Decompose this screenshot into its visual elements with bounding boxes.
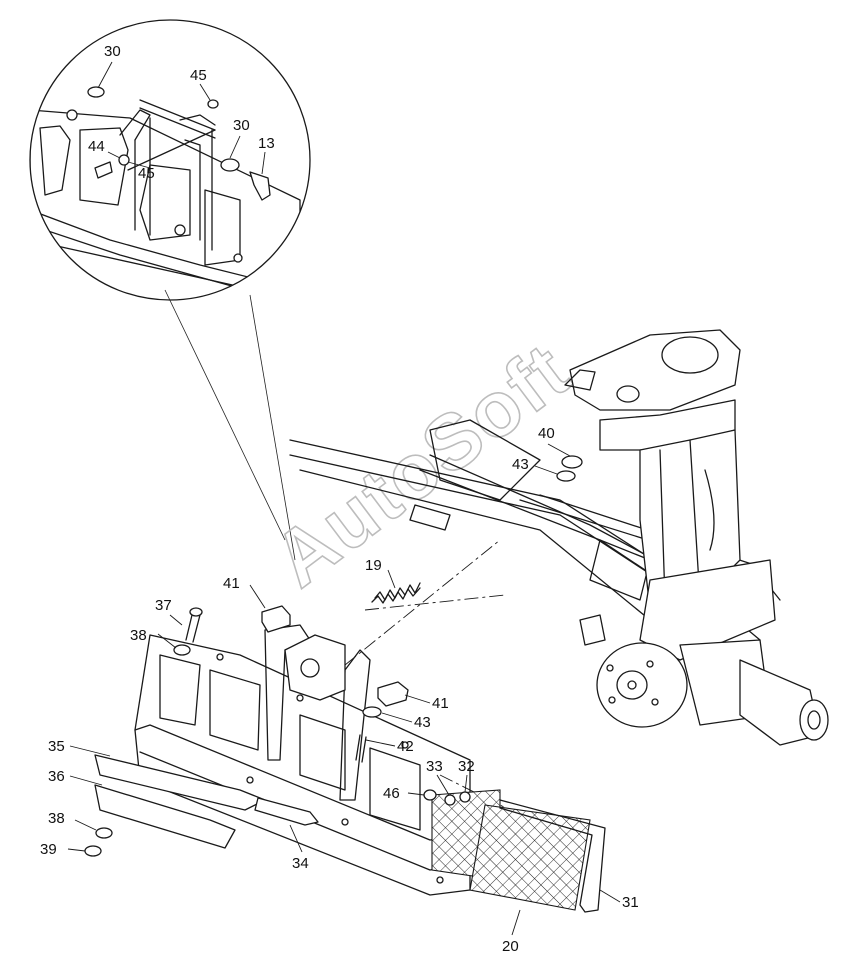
callout-39: 39 xyxy=(40,841,57,858)
bolt-44-detail xyxy=(94,161,113,179)
washer-32 xyxy=(459,791,471,803)
callout-46: 46 xyxy=(383,785,400,802)
callout-38: 38 xyxy=(130,627,147,644)
callout-19: 19 xyxy=(365,557,382,574)
callout-38: 38 xyxy=(48,810,65,827)
watermark-text: AutoSoft xyxy=(257,326,586,604)
mesh-panel-20 xyxy=(469,804,591,911)
callout-45: 45 xyxy=(138,165,155,182)
bolt-37 xyxy=(185,607,203,643)
detail-circle-outline xyxy=(29,19,311,301)
callout-41: 41 xyxy=(223,575,240,592)
callout-33: 33 xyxy=(426,758,443,775)
link-13-detail xyxy=(249,171,271,201)
callout-30: 30 xyxy=(104,43,121,60)
nut-39 xyxy=(84,845,102,857)
nut-33 xyxy=(444,794,456,806)
centerline xyxy=(364,594,506,611)
block-41-upper xyxy=(261,605,291,633)
pivot-tower xyxy=(564,329,776,661)
slot-34 xyxy=(254,797,319,826)
callout-44: 44 xyxy=(88,138,105,155)
mesh-frame-31 xyxy=(499,799,606,913)
callout-42: 42 xyxy=(397,738,414,755)
callout-35: 35 xyxy=(48,738,65,755)
callout-30: 30 xyxy=(233,117,250,134)
callout-31: 31 xyxy=(622,894,639,911)
block-41-lower xyxy=(377,681,409,707)
washer-43-upper xyxy=(556,470,576,482)
callout-45: 45 xyxy=(190,67,207,84)
screen-frame xyxy=(134,624,471,896)
callout-34: 34 xyxy=(292,855,309,872)
pin-45-detail xyxy=(207,99,219,109)
leader-lines xyxy=(67,61,621,936)
callout-37: 37 xyxy=(155,597,172,614)
callout-41: 41 xyxy=(432,695,449,712)
strip-36 xyxy=(94,784,236,849)
callout-43: 43 xyxy=(512,456,529,473)
washer-30b-detail xyxy=(220,158,240,172)
callout-36: 36 xyxy=(48,768,65,785)
washer-30-detail xyxy=(87,86,105,98)
callout-20: 20 xyxy=(502,938,519,955)
washer-43-lower xyxy=(362,706,382,718)
detail-view xyxy=(29,19,311,301)
washer-38-upper xyxy=(173,644,191,656)
projection-line xyxy=(249,294,296,561)
callout-40: 40 xyxy=(538,425,555,442)
wheel-hub xyxy=(596,639,829,746)
callout-32: 32 xyxy=(458,758,475,775)
callout-43: 43 xyxy=(414,714,431,731)
nut-45-detail xyxy=(118,154,130,166)
boom-rods xyxy=(289,419,781,651)
spring-19 xyxy=(371,582,421,604)
projection-line xyxy=(164,289,286,541)
nut-40 xyxy=(561,455,583,469)
callout-13: 13 xyxy=(258,135,275,152)
callout-labels: 30 45 30 13 44 45 40 43 19 41 37 38 41 4… xyxy=(40,43,639,955)
washer-38-lower xyxy=(95,827,113,839)
strip-35 xyxy=(94,754,266,811)
stud-42 xyxy=(355,734,367,763)
centerline xyxy=(344,539,501,666)
detail-frame-plate xyxy=(30,99,301,300)
cap-46 xyxy=(423,789,437,801)
